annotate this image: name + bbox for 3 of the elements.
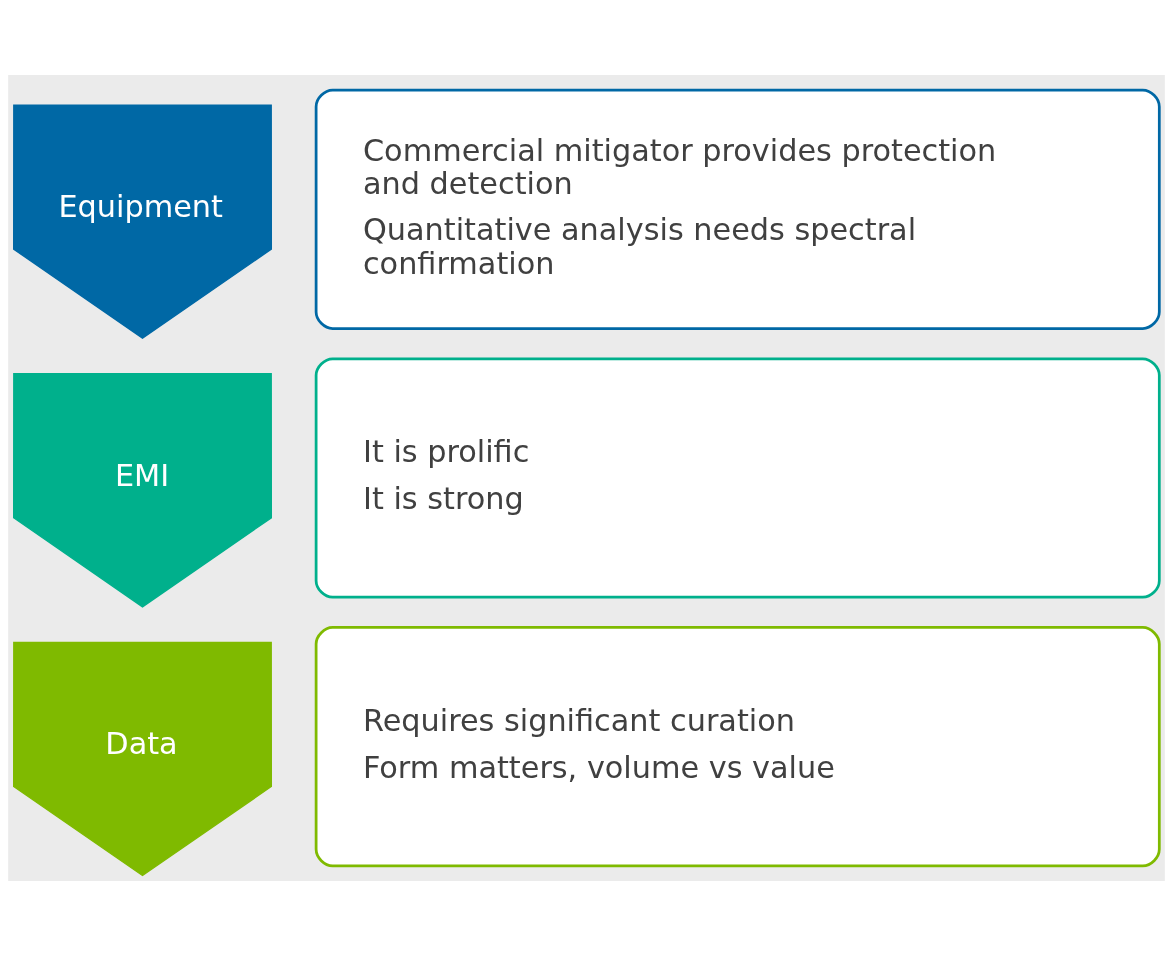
node-box: It is prolific It is strong	[314, 356, 1161, 599]
node-box: Requires significant curation Form matters, volume vs value	[314, 625, 1161, 867]
node-box: Commercial mitigator provides protection and detection Quantitative analysis needs spectral confirmation	[314, 88, 1161, 330]
